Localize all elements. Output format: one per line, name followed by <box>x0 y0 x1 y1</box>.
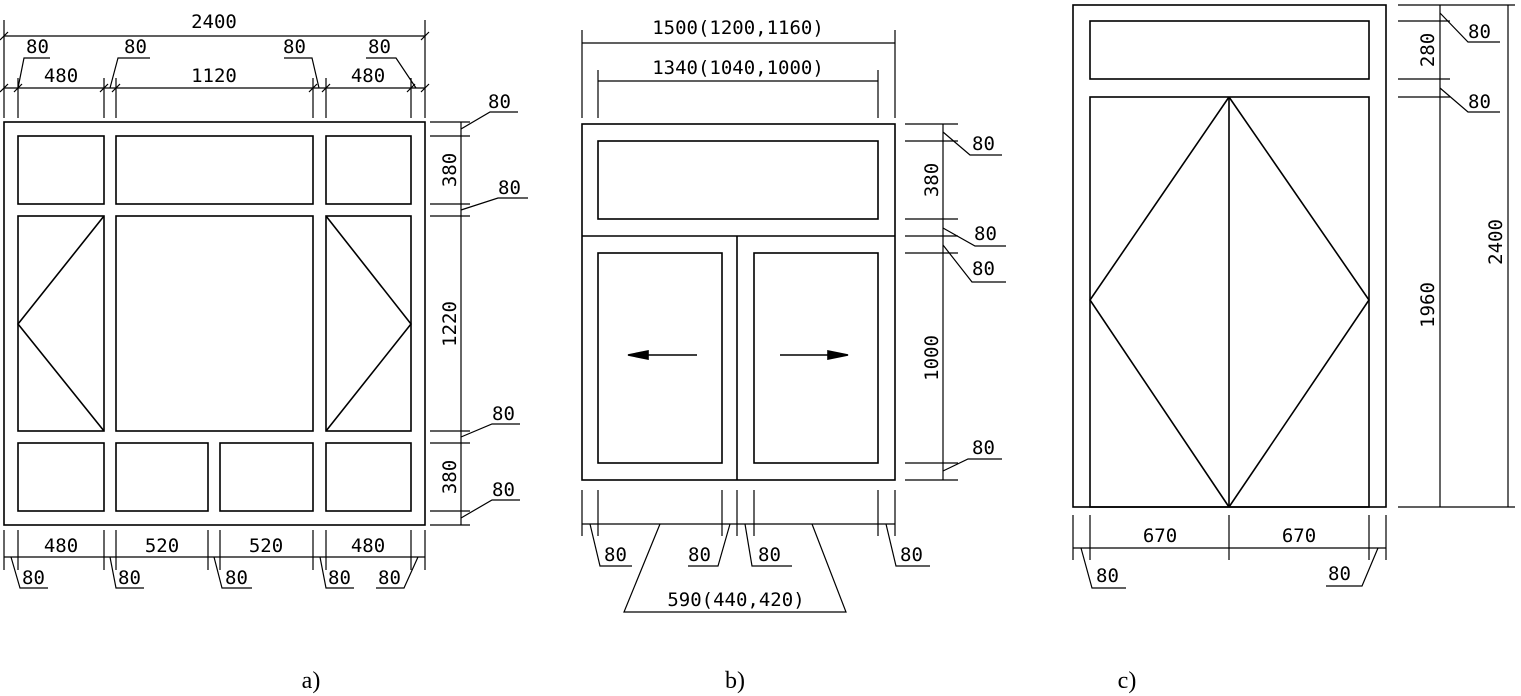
b-right-height-top: 380 <box>921 163 943 197</box>
a-right-height-top: 380 <box>439 153 461 187</box>
a-bottom-width-2: 520 <box>145 535 179 557</box>
a-bottom-frame-3: 80 <box>225 567 248 589</box>
window-b-outer-frame <box>581 123 896 481</box>
window-b-right-arrow-icon <box>827 350 849 360</box>
caption-a: a) <box>302 668 321 694</box>
panel-a: 2400 80 80 80 80 480 1120 480 80 380 80 … <box>0 11 528 694</box>
window-a-sash-right <box>325 215 412 432</box>
window-a-pane-center <box>115 215 314 432</box>
panel-b-top-dimensions <box>581 30 896 118</box>
door-c-left-opening-mark <box>1089 96 1230 508</box>
b-right-frame-bottom: 80 <box>972 437 995 459</box>
window-b-left-arrow-icon <box>627 350 649 360</box>
window-a-right-opening-mark <box>325 215 413 432</box>
b-right-frame-2: 80 <box>974 223 997 245</box>
panel-a-right-dimensions <box>430 111 528 526</box>
caption-c: c) <box>1118 668 1137 694</box>
a-bottom-frame-1: 80 <box>22 567 45 589</box>
a-right-height-mid: 1220 <box>439 301 461 347</box>
c-right-height-top: 280 <box>1417 33 1439 67</box>
c-bottom-width-left: 670 <box>1143 525 1177 547</box>
window-b-right-sash <box>753 252 879 464</box>
c-overall-height: 2400 <box>1485 219 1507 265</box>
c-right-height-leaf: 1960 <box>1417 282 1439 328</box>
b-right-frame-3: 80 <box>972 258 995 280</box>
panel-b-right-dimensions <box>905 123 1006 481</box>
a-bottom-width-4: 480 <box>351 535 385 557</box>
b-bottom-frame-1: 80 <box>604 544 627 566</box>
a-bottom-width-1: 480 <box>44 535 78 557</box>
window-a-sash-left <box>17 215 105 432</box>
panel-c: 80 280 80 1960 2400 670 670 80 80 c) <box>1072 4 1515 694</box>
panel-a-bottom-dimensions <box>3 530 426 589</box>
panel-c-bottom-dimensions <box>1072 515 1387 589</box>
a-top-width-left: 480 <box>44 65 78 87</box>
window-b-left-sash <box>597 252 723 464</box>
window-b-top-pane <box>597 140 879 220</box>
window-a-pane-top-right <box>325 135 412 205</box>
a-top-width-center: 1120 <box>191 65 237 87</box>
window-a-pane-bottom-4 <box>325 442 412 512</box>
a-bottom-frame-4: 80 <box>328 567 351 589</box>
door-c-transom-pane <box>1089 20 1370 80</box>
window-a-pane-bottom-1 <box>17 442 105 512</box>
panel-b-bottom-dimensions <box>581 490 930 613</box>
a-overall-width: 2400 <box>191 11 237 33</box>
a-bottom-width-3: 520 <box>249 535 283 557</box>
window-a-pane-bottom-2 <box>115 442 209 512</box>
window-a-pane-bottom-3 <box>219 442 314 512</box>
b-overall-width: 1500(1200,1160) <box>652 17 824 39</box>
a-right-frame-top: 80 <box>488 91 511 113</box>
a-right-frame-bottom: 80 <box>492 479 515 501</box>
a-frame-right: 80 <box>368 36 391 58</box>
panel-b: 1500(1200,1160) 1340(1040,1000) 80 380 8… <box>581 17 1006 694</box>
window-a-pane-top-center <box>115 135 314 205</box>
c-right-frame-2: 80 <box>1468 91 1491 113</box>
door-c-right-opening-mark <box>1228 96 1370 508</box>
caption-b: b) <box>725 668 745 694</box>
c-right-frame-top: 80 <box>1468 21 1491 43</box>
a-right-frame-3: 80 <box>492 403 515 425</box>
window-a-pane-top-left <box>17 135 105 205</box>
c-bottom-width-right: 670 <box>1282 525 1316 547</box>
a-frame-mid-left: 80 <box>124 36 147 58</box>
window-a-left-opening-mark <box>16 215 105 432</box>
a-bottom-frame-2: 80 <box>118 567 141 589</box>
b-bottom-frame-2: 80 <box>688 544 711 566</box>
b-bottom-frame-3: 80 <box>758 544 781 566</box>
b-inner-width: 1340(1040,1000) <box>652 57 824 79</box>
a-bottom-frame-5: 80 <box>378 567 401 589</box>
a-top-width-right: 480 <box>351 65 385 87</box>
b-right-frame-top: 80 <box>972 133 995 155</box>
a-right-frame-2: 80 <box>498 177 521 199</box>
b-sash-width: 590(440,420) <box>667 589 804 611</box>
panel-c-right-dimensions <box>1398 4 1515 508</box>
c-bottom-frame-left: 80 <box>1096 565 1119 587</box>
a-frame-left: 80 <box>26 36 49 58</box>
panel-a-top-dimensions <box>0 20 430 118</box>
a-frame-mid-right: 80 <box>283 36 306 58</box>
window-a-outer-frame <box>3 121 426 526</box>
b-bottom-frame-4: 80 <box>900 544 923 566</box>
a-right-height-bottom: 380 <box>439 460 461 494</box>
c-bottom-frame-right: 80 <box>1328 563 1351 585</box>
b-right-height-sash: 1000 <box>921 335 943 381</box>
